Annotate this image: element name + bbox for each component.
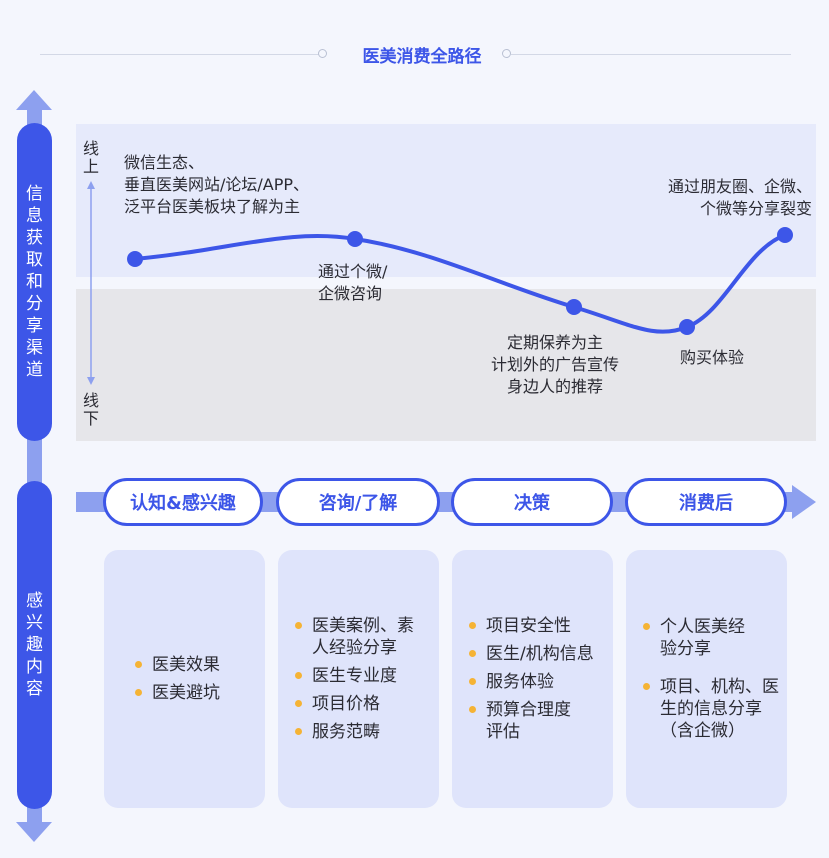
interest-axis-pill: 感兴趣内容 xyxy=(17,481,52,809)
offline-arrowhead-icon xyxy=(87,377,95,385)
interest-item: 项目价格 xyxy=(292,693,439,715)
journey-point-5 xyxy=(777,227,793,243)
stage-post-purchase: 消费后 xyxy=(625,478,787,526)
title-rule-left xyxy=(40,54,320,55)
interest-item: 个人医美经验分享 xyxy=(640,616,750,660)
curve-label-4: 购买体验 xyxy=(680,348,745,367)
channel-axis-pill: 信息获取和分享渠道 xyxy=(17,123,52,441)
offline-label: 线下 xyxy=(83,391,100,428)
interest-card-3: 项目安全性 医生/机构信息 服务体验 预算合理度评估 xyxy=(452,550,613,808)
curve-label-5: 通过朋友圈、企微、个微等分享裂变 xyxy=(667,177,812,218)
interest-item: 项目安全性 xyxy=(466,615,613,637)
online-label: 线上 xyxy=(83,139,100,176)
journey-point-2 xyxy=(347,231,363,247)
interest-item: 医美避坑 xyxy=(132,682,265,704)
interest-card-2: 医美案例、素人经验分享 医生专业度 项目价格 服务范畴 xyxy=(278,550,439,808)
interest-card-1: 医美效果 医美避坑 xyxy=(104,550,265,808)
journey-curve xyxy=(87,181,793,385)
interest-item: 医美案例、素人经验分享 xyxy=(292,615,430,659)
offline-band xyxy=(76,289,816,441)
interest-item: 服务体验 xyxy=(466,671,613,693)
interest-item: 医美效果 xyxy=(132,654,265,676)
journey-path xyxy=(134,233,786,334)
interest-item: 医生专业度 xyxy=(292,665,439,687)
curve-label-3: 定期保养为主计划外的广告宣传身边人的推荐 xyxy=(490,333,619,396)
interest-item: 服务范畴 xyxy=(292,721,439,743)
online-arrowhead-icon xyxy=(87,181,95,189)
interest-item: 医生/机构信息 xyxy=(466,643,613,665)
journey-point-3 xyxy=(566,299,582,315)
interest-card-4: 个人医美经验分享 项目、机构、医生的信息分享（含企微） xyxy=(626,550,787,808)
curve-label-1: 微信生态、垂直医美网站/论坛/APP、泛平台医美板块了解为主 xyxy=(124,153,310,216)
stage-awareness: 认知&感兴趣 xyxy=(103,478,263,526)
curve-label-2: 通过个微/企微咨询 xyxy=(318,262,388,303)
page-title: 医美消费全路径 xyxy=(362,47,482,67)
title-rule-right xyxy=(511,54,791,55)
title-dot-left xyxy=(318,49,327,58)
interest-item: 项目、机构、医生的信息分享（含企微） xyxy=(640,676,780,742)
journey-point-4 xyxy=(679,319,695,335)
title-dot-right xyxy=(502,49,511,58)
down-arrow-icon xyxy=(16,822,52,842)
stage-consult: 咨询/了解 xyxy=(276,478,440,526)
journey-point-1 xyxy=(127,251,143,267)
stage-decision: 决策 xyxy=(451,478,613,526)
up-arrow-icon xyxy=(16,90,52,110)
interest-item: 预算合理度评估 xyxy=(466,699,586,743)
stage-arrow-icon xyxy=(792,485,816,519)
